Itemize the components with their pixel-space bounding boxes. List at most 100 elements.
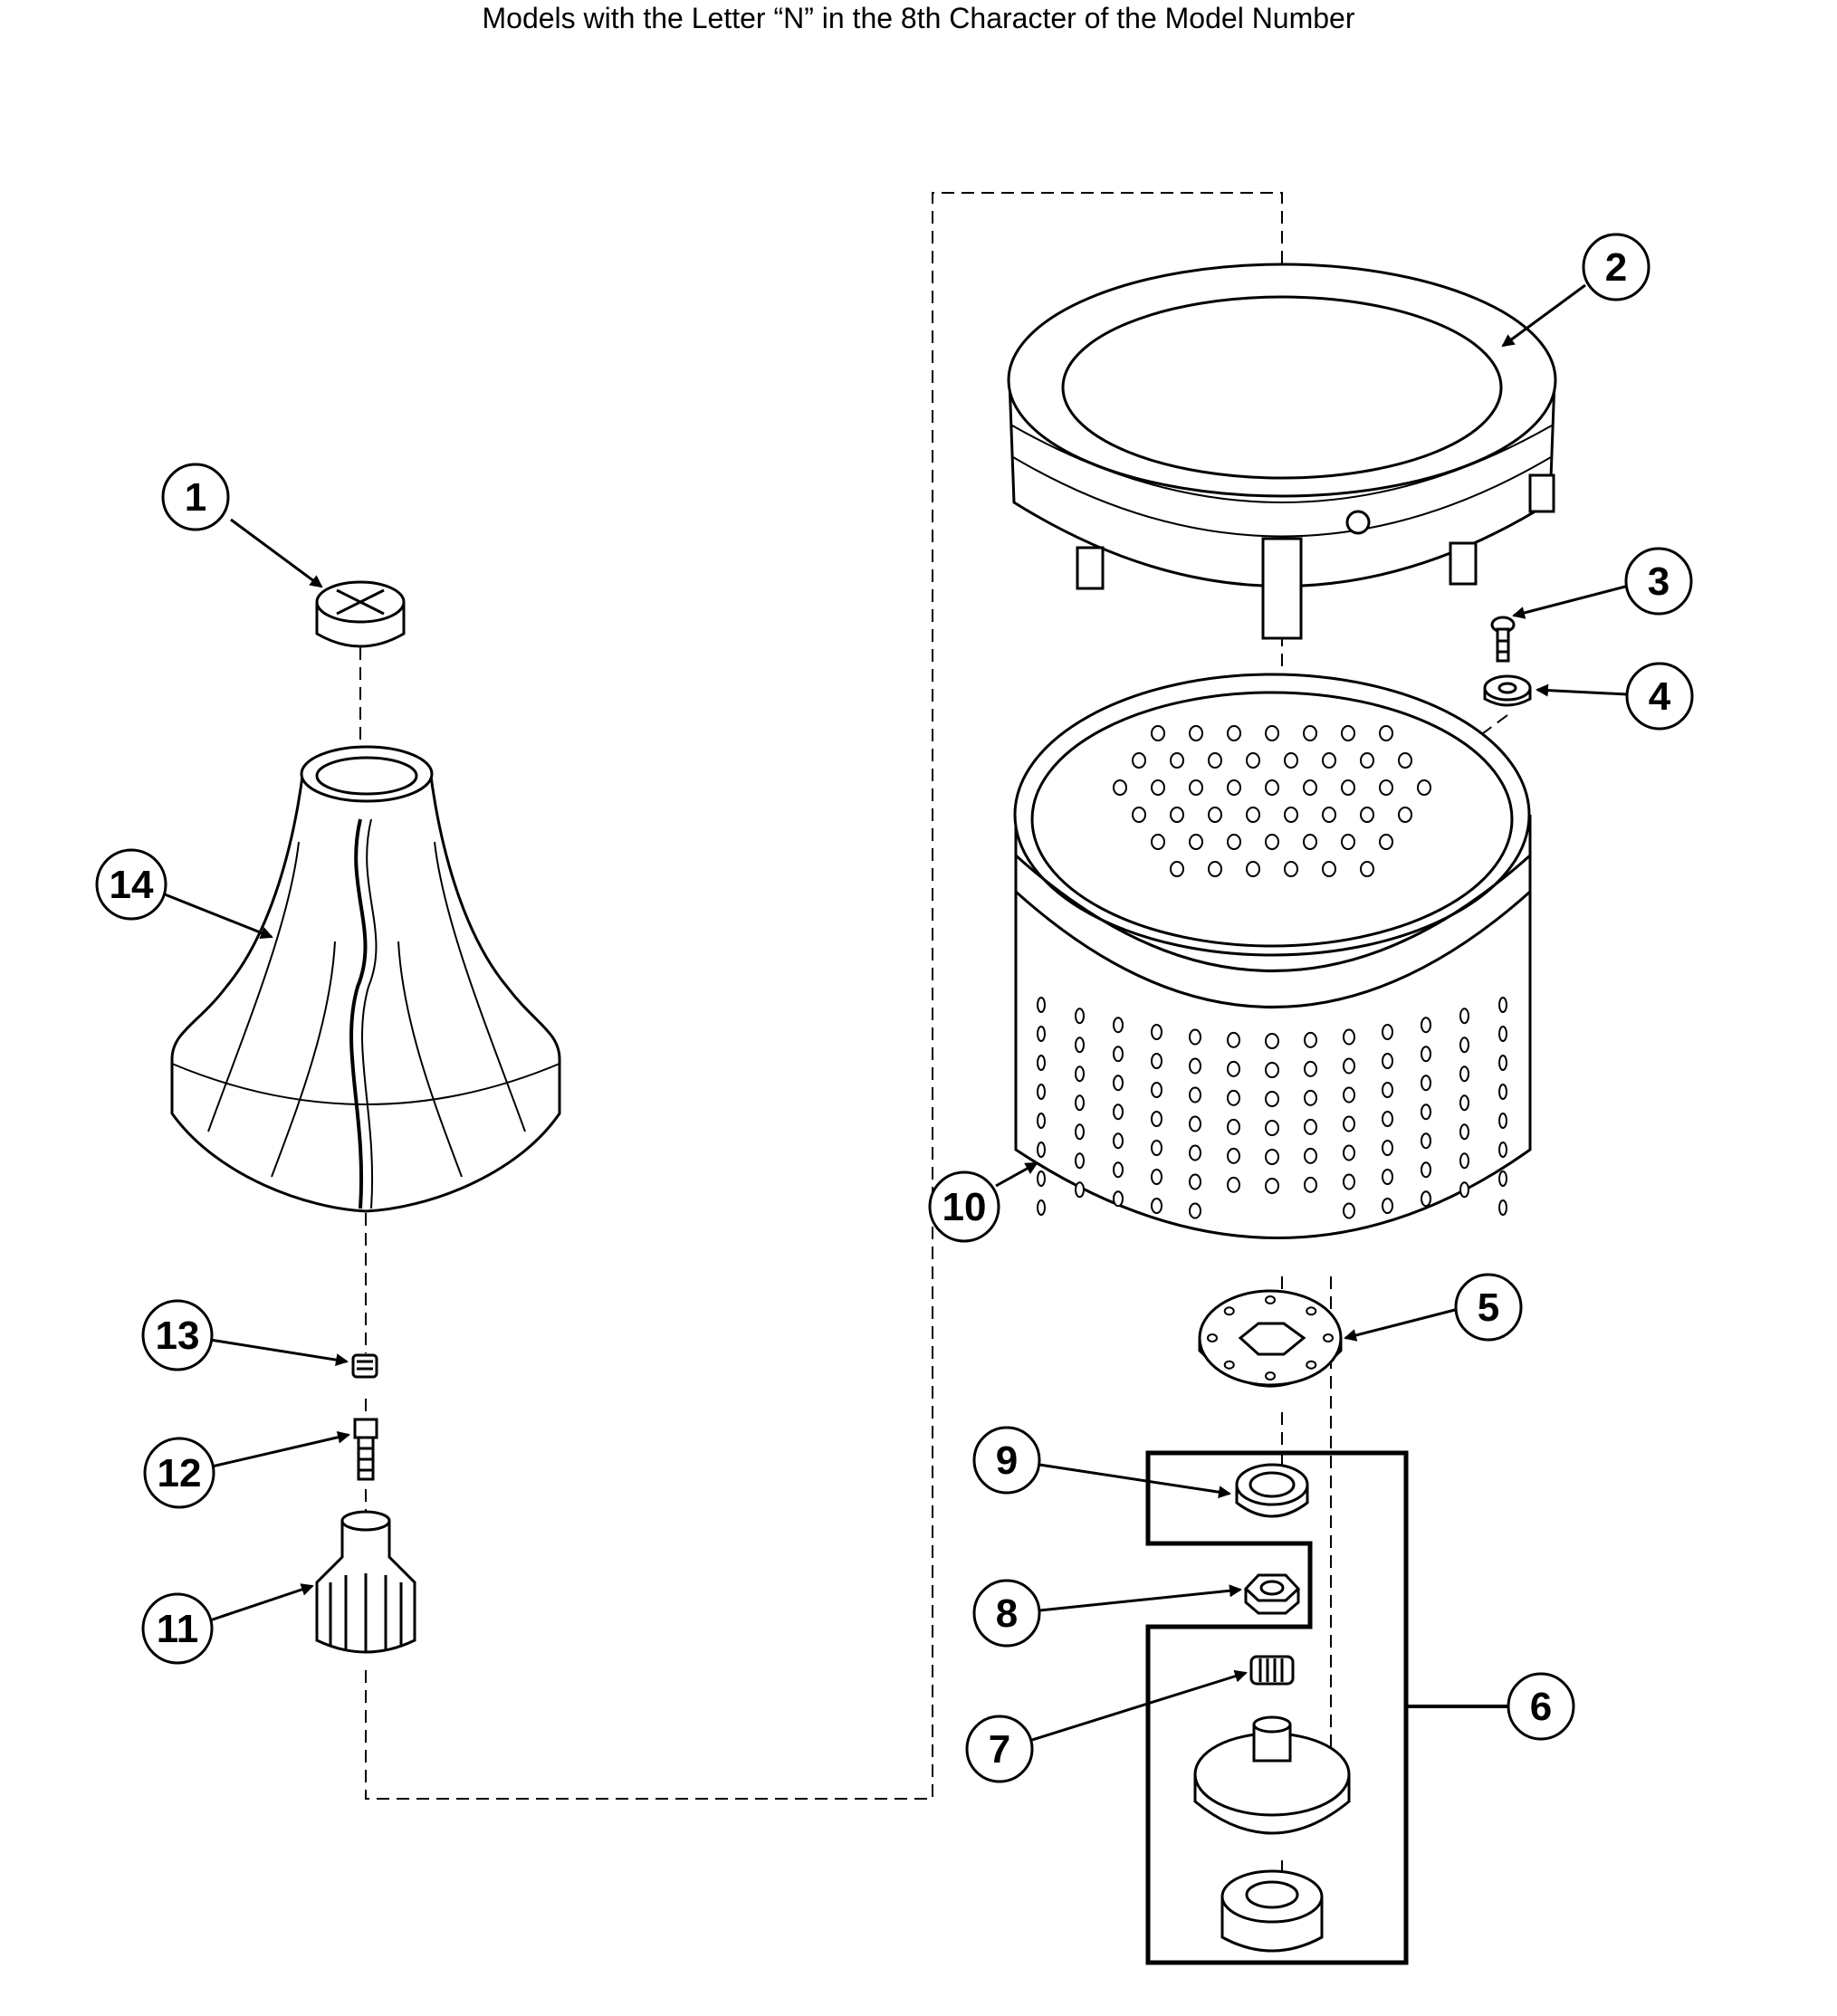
svg-text:7: 7 xyxy=(989,1727,1010,1772)
basket-hole xyxy=(1265,1295,1276,1304)
svg-text:6: 6 xyxy=(1530,1685,1552,1729)
hub-drawing xyxy=(1193,1715,1351,1835)
basket-hole xyxy=(1227,1118,1240,1135)
callout-3: 3 xyxy=(1512,547,1693,619)
basket-hole xyxy=(1379,725,1393,741)
basket-hole xyxy=(1341,834,1355,850)
bearing-drawing xyxy=(1220,1869,1324,1953)
basket-hole xyxy=(1189,779,1203,796)
agitator-drawing xyxy=(170,745,561,1213)
svg-text:8: 8 xyxy=(996,1591,1018,1636)
basket-hole xyxy=(1189,1173,1201,1190)
basket-hole xyxy=(1113,1046,1124,1063)
basket-hole xyxy=(1227,1060,1240,1077)
basket-hole xyxy=(1189,1144,1201,1161)
basket-hole xyxy=(1322,752,1336,769)
basket-hole xyxy=(1113,1017,1124,1034)
basket-hole xyxy=(1208,752,1222,769)
callout-1: 1 xyxy=(161,463,323,588)
basket-hole xyxy=(1075,1065,1085,1083)
basket-hole xyxy=(1189,834,1203,850)
basket-hole xyxy=(1151,1140,1162,1156)
basket-hole xyxy=(1189,1086,1201,1104)
basket-hole xyxy=(1037,1199,1046,1216)
basket-hole xyxy=(1382,1082,1393,1098)
svg-text:12: 12 xyxy=(158,1451,202,1495)
callout-8: 8 xyxy=(972,1579,1242,1648)
basket-hole xyxy=(1498,1084,1507,1100)
svg-text:3: 3 xyxy=(1648,559,1670,604)
callout-14: 14 xyxy=(95,848,273,940)
basket-hole xyxy=(1265,1149,1279,1165)
callout-10: 10 xyxy=(928,1161,1038,1243)
basket-hole xyxy=(1341,779,1355,796)
basket-hole xyxy=(1265,1062,1279,1078)
basket-hole xyxy=(1151,1082,1162,1098)
callout-12: 12 xyxy=(143,1430,350,1509)
basket-hole xyxy=(1075,1094,1085,1112)
basket-hole xyxy=(1284,752,1298,769)
basket-hole xyxy=(1037,1113,1046,1129)
basket-hole xyxy=(1189,1115,1201,1132)
basket-hole xyxy=(1498,997,1507,1013)
basket-hole xyxy=(1498,1113,1507,1129)
basket-hole xyxy=(1170,861,1184,877)
basket-hole xyxy=(1151,1169,1162,1185)
spline-bushing-drawing xyxy=(1249,1655,1295,1686)
basket-hole xyxy=(1303,834,1317,850)
assembly-connector-line xyxy=(365,192,1283,1800)
basket-hole xyxy=(1343,1086,1355,1104)
basket-hole xyxy=(1037,1084,1046,1100)
basket-hole xyxy=(1304,1176,1317,1193)
washer-drawing xyxy=(1483,674,1532,707)
basket-hole xyxy=(1265,1033,1279,1049)
svg-text:13: 13 xyxy=(156,1314,200,1358)
basket-hole xyxy=(1421,1190,1431,1208)
agitator-cap-drawing xyxy=(315,580,406,648)
basket-hole xyxy=(1265,725,1279,741)
basket-hole xyxy=(1303,725,1317,741)
callout-9: 9 xyxy=(972,1426,1231,1499)
basket-hole xyxy=(1306,1306,1317,1316)
basket-hole xyxy=(1037,1026,1046,1042)
basket-hole xyxy=(1379,779,1393,796)
basket-hole xyxy=(1227,834,1241,850)
basket-hole xyxy=(1113,1161,1124,1179)
basket-hole xyxy=(1075,1008,1085,1025)
callout-4: 4 xyxy=(1536,662,1694,731)
basket-hole xyxy=(1075,1181,1085,1199)
basket-hole xyxy=(1306,1360,1317,1370)
basket-hole xyxy=(1151,779,1165,796)
basket-hole xyxy=(1227,725,1241,741)
basket-hole xyxy=(1398,752,1412,769)
svg-text:2: 2 xyxy=(1605,245,1627,290)
basket-hole xyxy=(1343,1202,1355,1219)
basket-hole xyxy=(1421,1161,1431,1179)
basket-hole xyxy=(1498,1055,1507,1071)
basket-hole xyxy=(1075,1037,1085,1054)
basket-hole xyxy=(1284,861,1298,877)
hub-kit-bracket xyxy=(1145,1450,1409,1965)
basket-hole xyxy=(1459,1181,1469,1199)
basket-hole xyxy=(1304,1147,1317,1164)
callout-6: 6 xyxy=(1507,1672,1575,1741)
basket-hole xyxy=(1382,1140,1393,1156)
basket-hole xyxy=(1459,1123,1469,1141)
basket-hole xyxy=(1037,1055,1046,1071)
basket-hole xyxy=(1265,1178,1279,1194)
basket-hole xyxy=(1265,834,1279,850)
basket-hole xyxy=(1223,1306,1235,1316)
basket-hole xyxy=(1265,779,1279,796)
callout-7: 7 xyxy=(965,1669,1248,1783)
basket-hole xyxy=(1223,1360,1235,1370)
basket-hole xyxy=(1421,1104,1431,1121)
svg-text:5: 5 xyxy=(1478,1285,1499,1330)
basket-hole xyxy=(1246,861,1260,877)
basket-hole xyxy=(1341,725,1355,741)
basket-hole xyxy=(1227,1031,1240,1048)
basket-hole xyxy=(1132,752,1146,769)
basket-hole xyxy=(1360,861,1374,877)
basket-hole xyxy=(1382,1198,1393,1214)
callout-13: 13 xyxy=(141,1299,349,1371)
gasket-holes xyxy=(1207,1295,1334,1381)
